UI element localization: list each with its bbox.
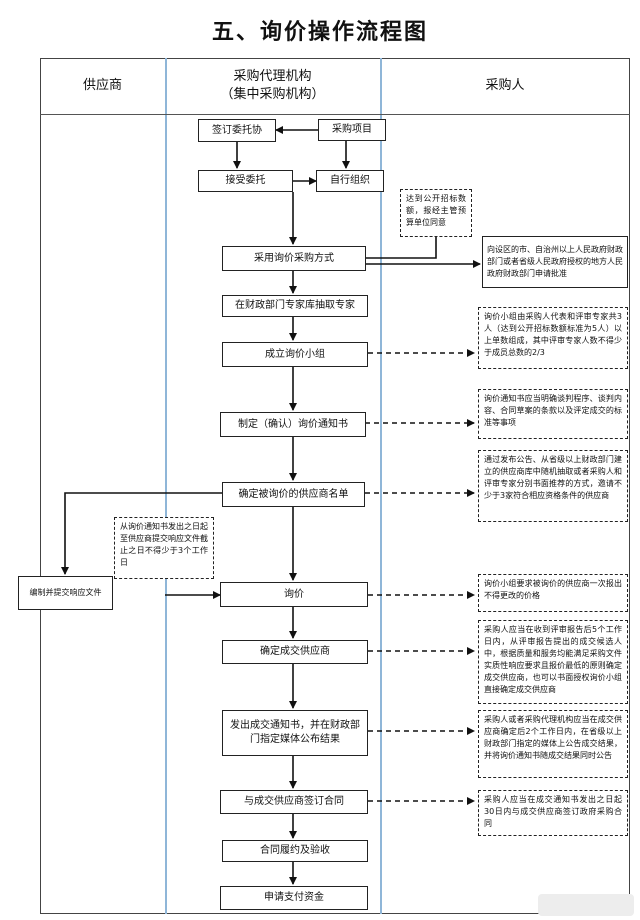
note-one-time-quote: 询价小组要求被询价的供应商一次报出不得更改的价格: [478, 574, 628, 612]
note-publish-rule: 采购人或者采购代理机构应当在成交供应商确定后2个工作日内，在省级以上财政部门指定…: [478, 710, 628, 778]
note-confirm-rule: 采购人应当在收到评审报告后5个工作日内，从评审报告提出的成交候选人中，根据质量和…: [478, 620, 628, 704]
lane-divider-left: [165, 58, 167, 914]
arrow-threshold-to-adopt: [335, 237, 437, 262]
note-group-composition: 询价小组由采购人代表和评审专家共3人（达到公开招标数额标准为5人）以上单数组成，…: [478, 307, 628, 369]
step-sign-with-supplier: 与成交供应商签订合同: [220, 790, 368, 814]
step-prepare-response: 编制并提交响应文件: [18, 576, 113, 610]
lane-divider-right: [380, 58, 382, 914]
step-inquiry: 询价: [220, 582, 368, 607]
step-draft-notice: 制定（确认）询价通知书: [220, 412, 366, 437]
note-threshold-approval: 达到公开招标数额，报经主管预算单位同意: [400, 189, 472, 237]
page-title: 五、询价操作流程图: [211, 19, 428, 45]
step-sign-contract: 签订委托协: [198, 119, 276, 142]
note-notice-contents: 询价通知书应当明确谈判程序、谈判内容、合同草案的条款以及评定成交的标准等事项: [478, 389, 628, 439]
note-approval-authority: 向设区的市、自治州以上人民政府财政部门或者省级人民政府授权的地方人民政府财政部门…: [482, 236, 628, 288]
step-determine-suppliers: 确定被询价的供应商名单: [222, 482, 365, 507]
step-extract-experts: 在财政部门专家库抽取专家: [222, 295, 368, 317]
step-apply-payment: 申请支付资金: [220, 886, 368, 910]
lane-header-agency: 采购代理机构 （集中采购机构）: [220, 69, 325, 102]
step-procurement-project: 采购项目: [318, 119, 386, 141]
step-self-organize: 自行组织: [316, 170, 384, 192]
note-contract-rule: 采购人应当在成交通知书发出之日起30日内与成交供应商签订政府采购合同: [478, 790, 628, 836]
step-issue-notice: 发出成交通知书，并在财政部门指定媒体公布结果: [222, 710, 368, 756]
step-confirm-supplier: 确定成交供应商: [222, 640, 368, 664]
step-accept-commission: 接受委托: [198, 170, 293, 192]
arrow-determine-to-supplier: [61, 492, 222, 575]
step-adopt-inquiry: 采用询价采购方式: [222, 246, 366, 271]
note-supplier-selection: 通过发布公告、从省级以上财政部门建立的供应商库中随机抽取或者采购人和评审专家分别…: [478, 450, 628, 522]
lane-header-purchaser: 采购人: [485, 78, 525, 93]
step-form-group: 成立询价小组: [222, 342, 368, 367]
diagram-frame: [40, 58, 630, 914]
header-separator: [40, 114, 630, 115]
step-performance: 合同履约及验收: [222, 840, 368, 862]
watermark-badge: [538, 894, 634, 916]
note-response-deadline: 从询价通知书发出之日起至供应商提交响应文件截止之日不得少于3个工作日: [114, 517, 214, 579]
lane-header-supplier: 供应商: [82, 78, 122, 93]
